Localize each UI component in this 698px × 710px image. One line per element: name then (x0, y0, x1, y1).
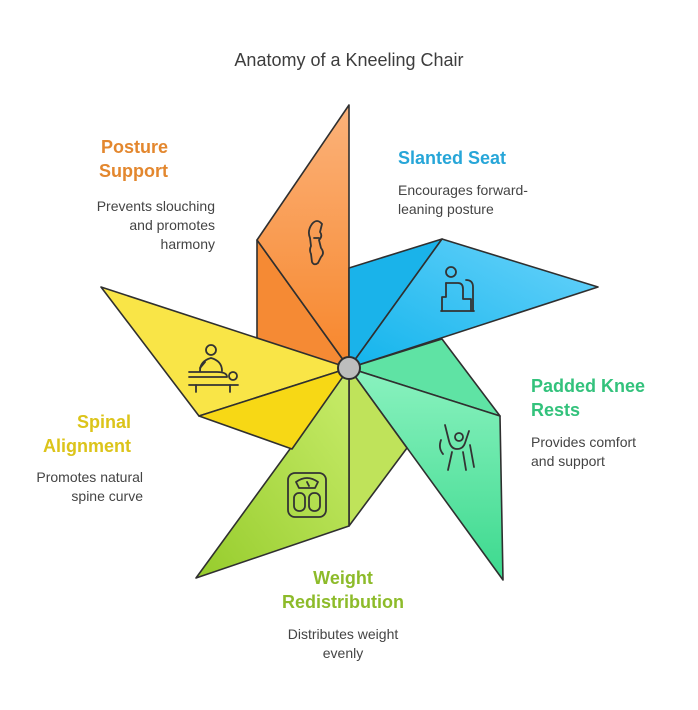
heading-slanted-seat: Slanted Seat (398, 146, 598, 170)
knee-joint-icon (438, 424, 475, 471)
heading-line: Spinal (76, 412, 131, 432)
description-line: harmony (160, 236, 215, 252)
spine-icon (307, 220, 324, 266)
description-line: and support (531, 453, 605, 469)
description-weight-redistribution: Distributes weight evenly (243, 625, 443, 663)
description-line: Promotes natural (36, 469, 143, 485)
blade-posture-support (256, 104, 350, 369)
description-spinal-alignment: Promotes natural spine curve (10, 468, 143, 506)
description-padded-knee-rests: Provides comfort and support (531, 433, 691, 471)
diagram-title: Anatomy of a Kneeling Chair (234, 50, 464, 70)
heading-line: Redistribution (282, 592, 404, 612)
heading-weight-redistribution: Weight Redistribution (243, 566, 443, 614)
description-posture-support: Prevents slouching and promotes harmony (60, 197, 215, 254)
weight-scale-icon (287, 472, 327, 518)
description-line: Distributes weight (287, 626, 399, 642)
massage-table-icon (188, 344, 239, 393)
heading-line: Posture (100, 137, 168, 157)
description-line: Prevents slouching (96, 198, 215, 214)
heading-posture-support: Posture Support (60, 135, 168, 183)
heading-line: Rests (531, 400, 581, 420)
heading-line: Alignment (43, 436, 131, 456)
heading-line: Weight (313, 568, 373, 588)
description-line: leaning posture (398, 201, 494, 217)
blade-spinal-alignment (100, 286, 350, 450)
heading-spinal-alignment: Spinal Alignment (20, 410, 131, 458)
description-line: evenly (322, 645, 364, 661)
description-slanted-seat: Encourages forward- leaning posture (398, 181, 598, 219)
heading-line: Padded Knee (531, 376, 646, 396)
description-line: Provides comfort (531, 434, 637, 450)
center-hub (337, 356, 361, 380)
description-line: Encourages forward- (398, 182, 528, 198)
heading-line: Support (99, 161, 168, 181)
heading-padded-knee-rests: Padded Knee Rests (531, 374, 691, 422)
description-line: spine curve (71, 488, 143, 504)
seated-person-icon (440, 266, 475, 312)
heading-line: Slanted Seat (398, 148, 507, 168)
description-line: and promotes (129, 217, 215, 233)
